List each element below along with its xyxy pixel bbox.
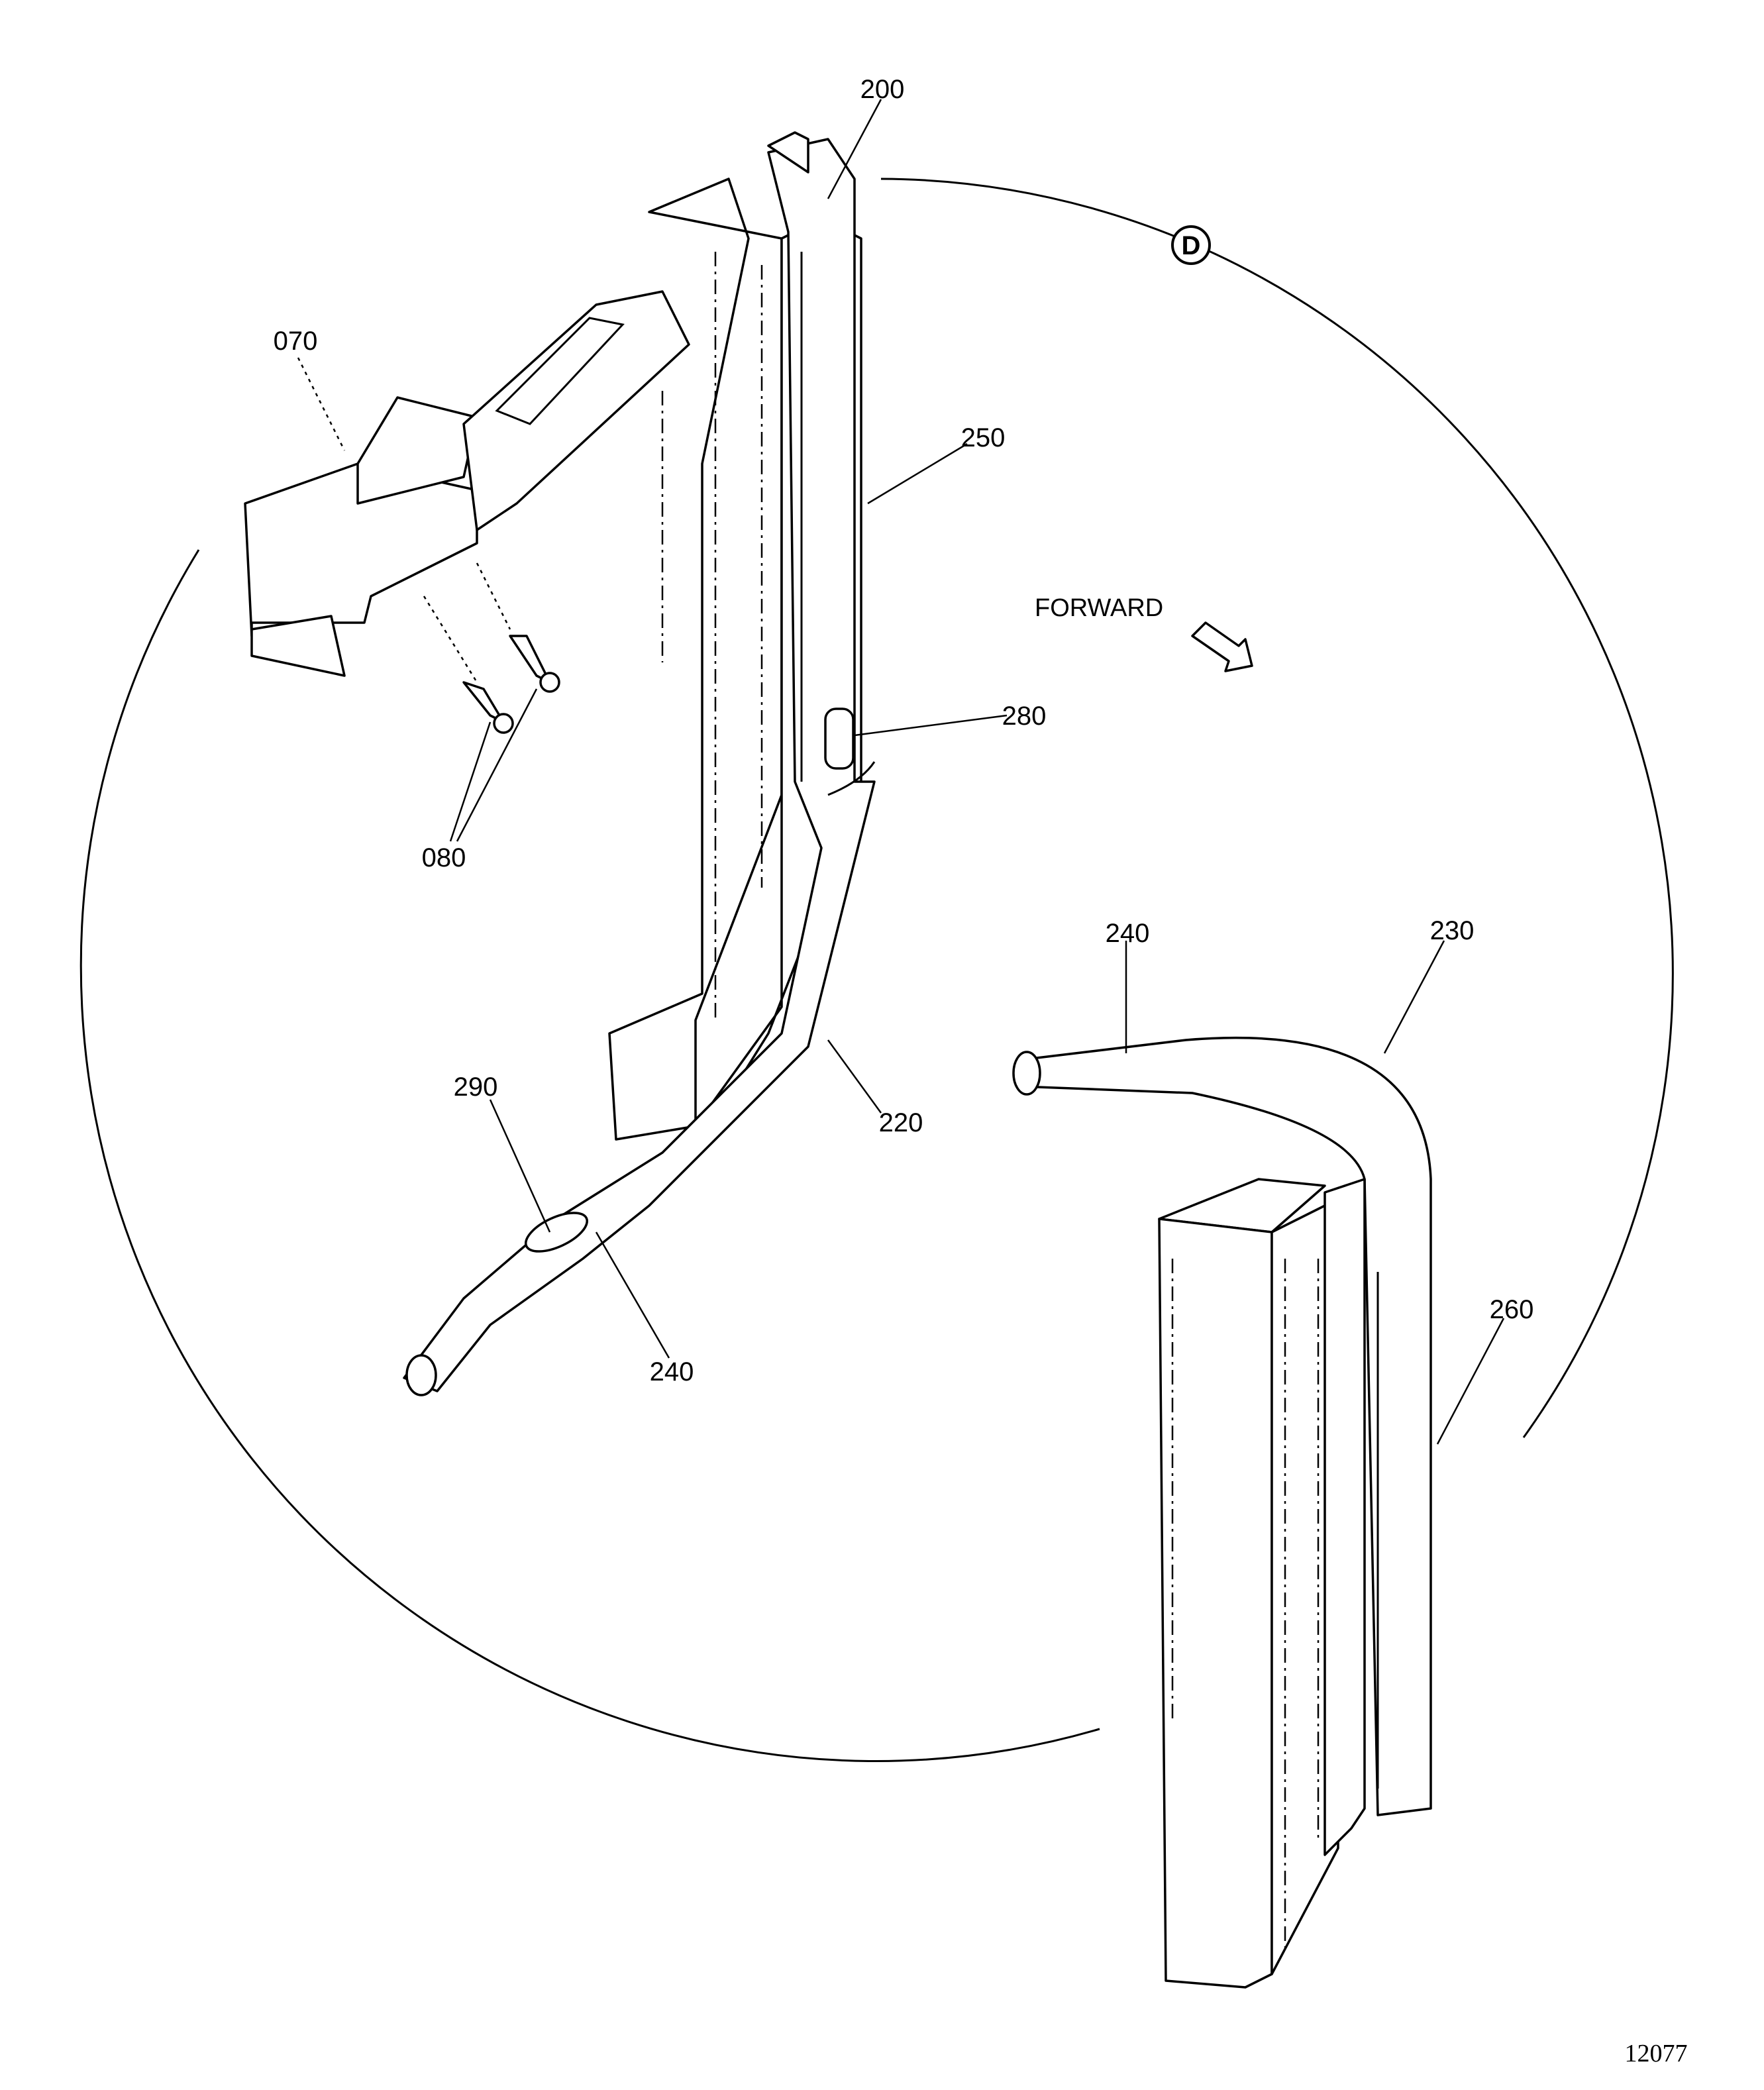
callout-240-lower: 240 (650, 1357, 694, 1386)
seal-channel-right (1012, 1036, 1432, 1989)
detail-marker-label: D (1182, 231, 1201, 260)
callout-260: 260 (1490, 1295, 1534, 1324)
detail-marker-circle (1171, 225, 1211, 265)
forward-arrow-icon (1191, 621, 1253, 672)
slot-290 (524, 1212, 589, 1253)
figure-number: 12077 (1625, 2040, 1688, 2067)
screws-080 (423, 562, 560, 734)
detail-circle-lower (79, 549, 1100, 1763)
callout-230: 230 (1430, 916, 1475, 945)
forward-label: FORWARD (1035, 594, 1163, 622)
callout-280: 280 (1002, 702, 1047, 731)
callout-240-upper: 240 (1106, 919, 1150, 948)
callout-220: 220 (879, 1108, 923, 1137)
slot-280 (824, 707, 855, 770)
tube-end-lower (405, 1354, 437, 1396)
bracket-070 (244, 290, 690, 677)
seal-channel-left (403, 131, 876, 1392)
callout-070: 070 (274, 327, 318, 356)
leader-lines (297, 99, 1505, 1445)
callout-200: 200 (860, 75, 905, 104)
callout-080: 080 (422, 843, 466, 872)
callout-290: 290 (454, 1072, 498, 1102)
callout-250: 250 (961, 423, 1006, 452)
detail-circle (880, 178, 1674, 1438)
